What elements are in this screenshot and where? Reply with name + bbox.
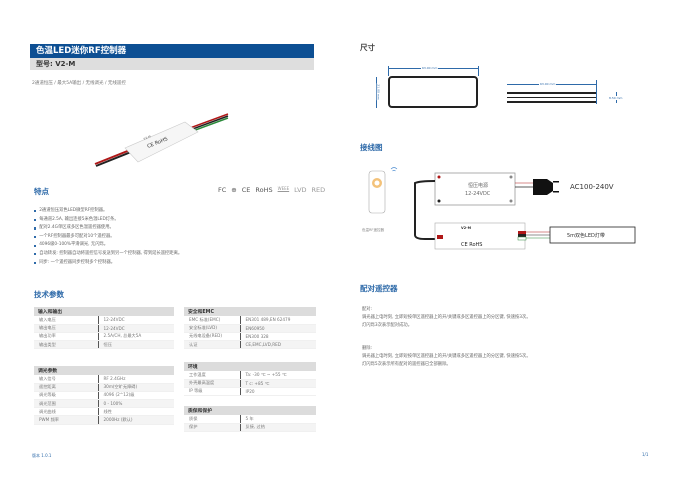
width-label: 21.00 mm — [376, 83, 381, 101]
table-title: 环境 — [184, 362, 316, 371]
specs-heading: 技术参数 — [34, 290, 64, 299]
length-label: 63.00 mm — [421, 66, 439, 70]
table-row: EMC 标准(EMC)EN301 489,EN 62479 — [184, 316, 316, 325]
weee-icon: WEEE — [277, 186, 290, 191]
pair-title: 配对: — [362, 307, 373, 312]
features-heading: 特点 — [34, 187, 49, 196]
feature-item: 一个RF控制器最多可配对10个遥控器。 — [34, 233, 324, 242]
table-row: 输出类型恒压 — [34, 340, 174, 350]
feature-item: 配对2.4G单区或多区色温遥控器使用。 — [34, 224, 324, 233]
dim-tick — [596, 80, 597, 104]
top-view-outline — [388, 76, 478, 108]
svg-text:V2-M: V2-M — [461, 226, 472, 230]
psu-label: 恒压电源 — [468, 182, 488, 189]
side-length-label: 63.00 mm — [539, 82, 557, 86]
svg-text:CE RoHS: CE RoHS — [461, 242, 482, 248]
ce-icon: CE — [241, 186, 251, 194]
remote-label: 色温RF遥控器 — [362, 227, 384, 232]
width-dimension-line — [376, 77, 377, 108]
strip-label: 5m双色LED灯带 — [567, 232, 605, 239]
dimensions-heading: 尺寸 — [360, 43, 375, 52]
height-label: 8.50 mm — [608, 96, 624, 100]
safety-emc-table: 安全和EMC EMC 标准(EMC)EN301 489,EN 62479 安全标… — [184, 307, 316, 350]
pairing-heading: 配对遥控器 — [360, 284, 398, 293]
table-row: 保护反接, 过热 — [184, 423, 316, 432]
table-row: 无线电设备(RED)EN300 328 — [184, 332, 316, 342]
pair-line-2: 灯闪烁3次表示配对成功。 — [362, 323, 412, 328]
table-row: 调光曲线线性 — [34, 407, 174, 417]
product-title: 色温LED迷你RF控制器 — [30, 44, 314, 58]
feature-item: 4096级0-100%平滑调光, 无闪烁。 — [34, 241, 324, 250]
features-list: 2通道恒压双色LED微型RF控制器。 每通道2.5A, 输出连接5米色温LED灯… — [34, 207, 324, 267]
side-view-outline — [507, 92, 597, 103]
feature-item: 自动转发: 控制器自动将遥控信号发送到另一个控制器, 得到延长遥控距离。 — [34, 250, 324, 259]
rcm-icon: ⊕ — [231, 186, 237, 194]
lvd-icon: LVD — [294, 186, 307, 194]
table-title: 安全和EMC — [184, 307, 316, 316]
psu-voltage: 12-24VDC — [465, 191, 491, 197]
model-number: 型号: V2-M — [30, 58, 314, 70]
footer-page: 1/1 — [642, 452, 649, 457]
dim-tick — [388, 66, 389, 76]
table-row: 安全标准(LVD)EN60950 — [184, 324, 316, 333]
dim-tick — [478, 66, 479, 76]
table-title: 质保和保护 — [184, 406, 316, 415]
feature-item: 同步: 一个遥控器同步控制多个控制器。 — [34, 259, 324, 268]
rohs-icon: RoHS — [255, 186, 273, 194]
feature-item: 2通道恒压双色LED微型RF控制器。 — [34, 207, 324, 216]
product-image: CE RoHS V2-M — [94, 113, 229, 167]
footer-version: 版本 1.0.1 — [32, 453, 52, 458]
table-title: 调光参数 — [34, 366, 174, 375]
product-subtitle: 2通道恒压 / 最大5A输出 / 无线调光 / 无线遥控 — [32, 81, 126, 86]
delete-title: 删除: — [362, 346, 373, 351]
delete-line-1: 调光器上电时刻, 立即短按单区遥控器上的开/关键或多区遥控器上的分区键, 快速按… — [362, 354, 531, 359]
fc-icon: FC — [218, 186, 227, 194]
pair-line-1: 调光器上电时刻, 立即短按单区遥控器上的开/关键或多区遥控器上的分区键, 快速按… — [362, 315, 531, 320]
red-icon: RED — [311, 186, 326, 194]
ac-label: AC100-240V — [570, 183, 614, 191]
svg-text:V2-M: V2-M — [143, 134, 152, 141]
pairing-instructions: 配对: 调光器上电时刻, 立即短按单区遥控器上的开/关键或多区遥控器上的分区键,… — [362, 306, 662, 369]
wiring-diagram: 恒压电源 12-24VDC AC100-240V V2-M CE RoHS 5m… — [362, 167, 636, 250]
wiring-heading: 接线图 — [360, 143, 383, 152]
delete-line-2: 灯闪烁5次表示所有配对的遥控器已全部删除。 — [362, 362, 451, 367]
feature-item: 每通道2.5A, 输出连接5米色温LED灯条。 — [34, 216, 324, 225]
table-title: 输入和输出 — [34, 307, 174, 316]
certification-marks: FC ⊕ CE RoHS WEEE LVD RED — [218, 186, 325, 194]
